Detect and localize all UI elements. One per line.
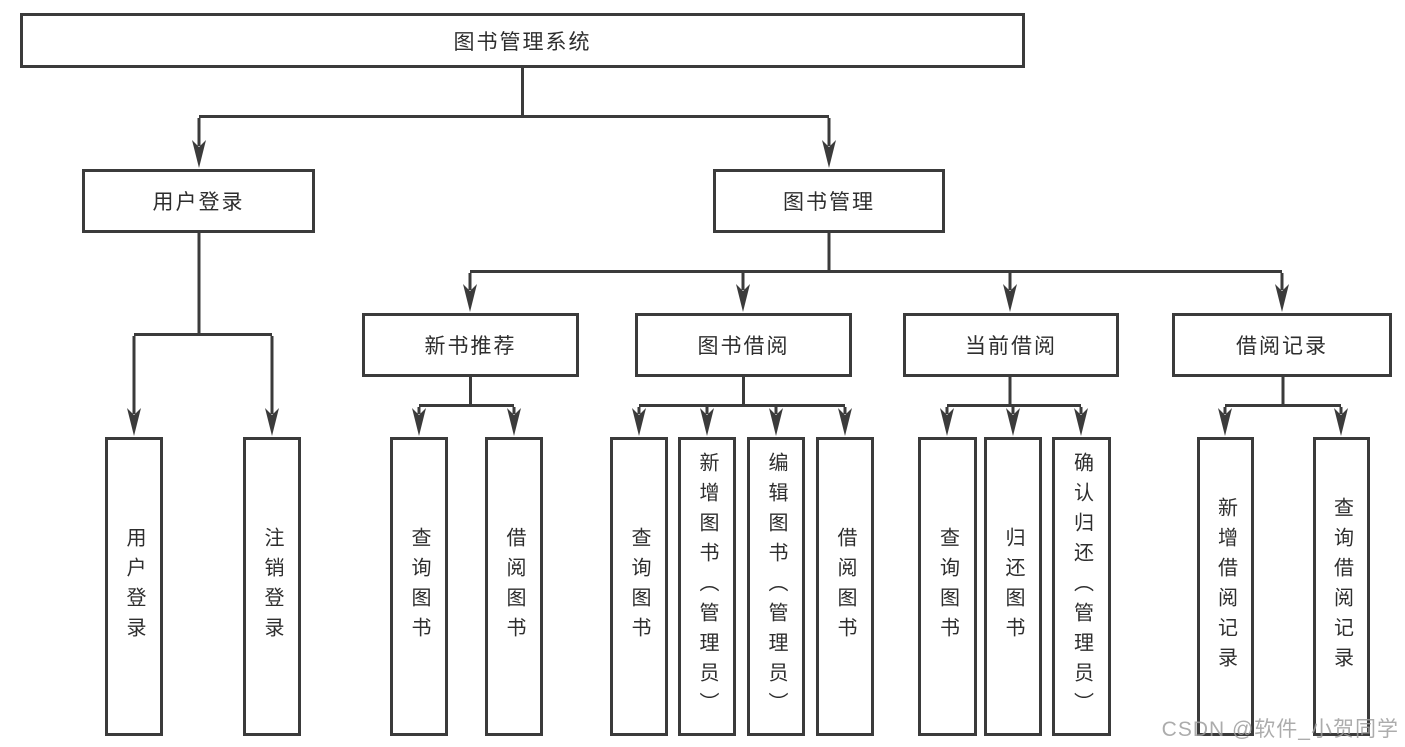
leaf-user-login: 用户登录	[105, 437, 163, 736]
leaf-query-books-current: 查询图书	[918, 437, 977, 736]
leaf-edit-books-admin: 编辑图书（管理员）	[747, 437, 805, 736]
node-current-borrowing: 当前借阅	[903, 313, 1119, 377]
node-label: 新增借阅记录	[1214, 496, 1237, 677]
node-label: 查询图书	[408, 526, 430, 647]
arrowhead-icon	[412, 408, 426, 436]
node-label: 用户登录	[152, 191, 245, 214]
leaf-add-books-admin: 新增图书（管理员）	[678, 437, 736, 736]
node-label: 查询借阅记录	[1330, 496, 1353, 677]
arrowhead-icon	[940, 408, 954, 436]
arrowhead-icon	[632, 408, 646, 436]
arrowhead-icon	[1275, 284, 1289, 312]
node-label: 确认归还（管理员）	[1070, 451, 1093, 722]
node-book-borrowing: 图书借阅	[635, 313, 852, 377]
node-label: 图书管理系统	[453, 30, 592, 54]
arrowhead-icon	[192, 140, 206, 168]
arrowhead-icon	[463, 284, 477, 312]
arrowheads	[127, 140, 1348, 436]
arrowhead-icon	[822, 140, 836, 168]
node-label: 用户登录	[123, 526, 145, 647]
leaf-borrow-books: 借阅图书	[816, 437, 874, 736]
arrowhead-icon	[1006, 408, 1020, 436]
arrowhead-icon	[838, 408, 852, 436]
node-label: 图书管理	[783, 191, 875, 214]
arrowhead-icon	[127, 408, 141, 436]
csdn-watermark: CSDN @软件_小贺同学	[1161, 718, 1399, 741]
node-label: 查询图书	[936, 526, 959, 647]
node-label: 借阅图书	[503, 526, 525, 647]
node-library-management-system: 图书管理系统	[20, 13, 1025, 68]
leaf-query-books: 查询图书	[610, 437, 668, 736]
node-user-login: 用户登录	[82, 169, 315, 233]
node-label: 图书借阅	[697, 335, 790, 358]
leaf-logout: 注销登录	[243, 437, 301, 736]
arrowhead-icon	[736, 284, 750, 312]
node-book-management: 图书管理	[713, 169, 945, 233]
node-label: 新书推荐	[424, 335, 517, 358]
arrowhead-icon	[1003, 284, 1017, 312]
node-borrowing-records: 借阅记录	[1172, 313, 1392, 377]
node-label: 编辑图书（管理员）	[765, 451, 787, 722]
node-label: 注销登录	[261, 526, 283, 647]
node-label: 当前借阅	[965, 335, 1057, 358]
arrowhead-icon	[1334, 408, 1348, 436]
arrowhead-icon	[265, 408, 279, 436]
arrowhead-icon	[1074, 408, 1088, 436]
leaf-return-books: 归还图书	[984, 437, 1042, 736]
node-label: 查询图书	[628, 526, 650, 647]
node-new-book-recommend: 新书推荐	[362, 313, 579, 377]
node-label: 借阅图书	[834, 526, 856, 647]
leaf-query-books-recommend: 查询图书	[390, 437, 448, 736]
elbow-connectors	[132, 68, 1343, 414]
node-label: 新增图书（管理员）	[696, 451, 718, 722]
arrowhead-icon	[507, 408, 521, 436]
leaf-borrow-books-recommend: 借阅图书	[485, 437, 543, 736]
arrowhead-icon	[700, 408, 714, 436]
node-label: 借阅记录	[1236, 335, 1328, 358]
leaf-query-borrow-record: 查询借阅记录	[1313, 437, 1370, 736]
arrowhead-icon	[1218, 408, 1232, 436]
arrowhead-icon	[769, 408, 783, 436]
leaf-add-borrow-record: 新增借阅记录	[1197, 437, 1254, 736]
node-label: 归还图书	[1002, 526, 1024, 647]
leaf-confirm-return-admin: 确认归还（管理员）	[1052, 437, 1111, 736]
